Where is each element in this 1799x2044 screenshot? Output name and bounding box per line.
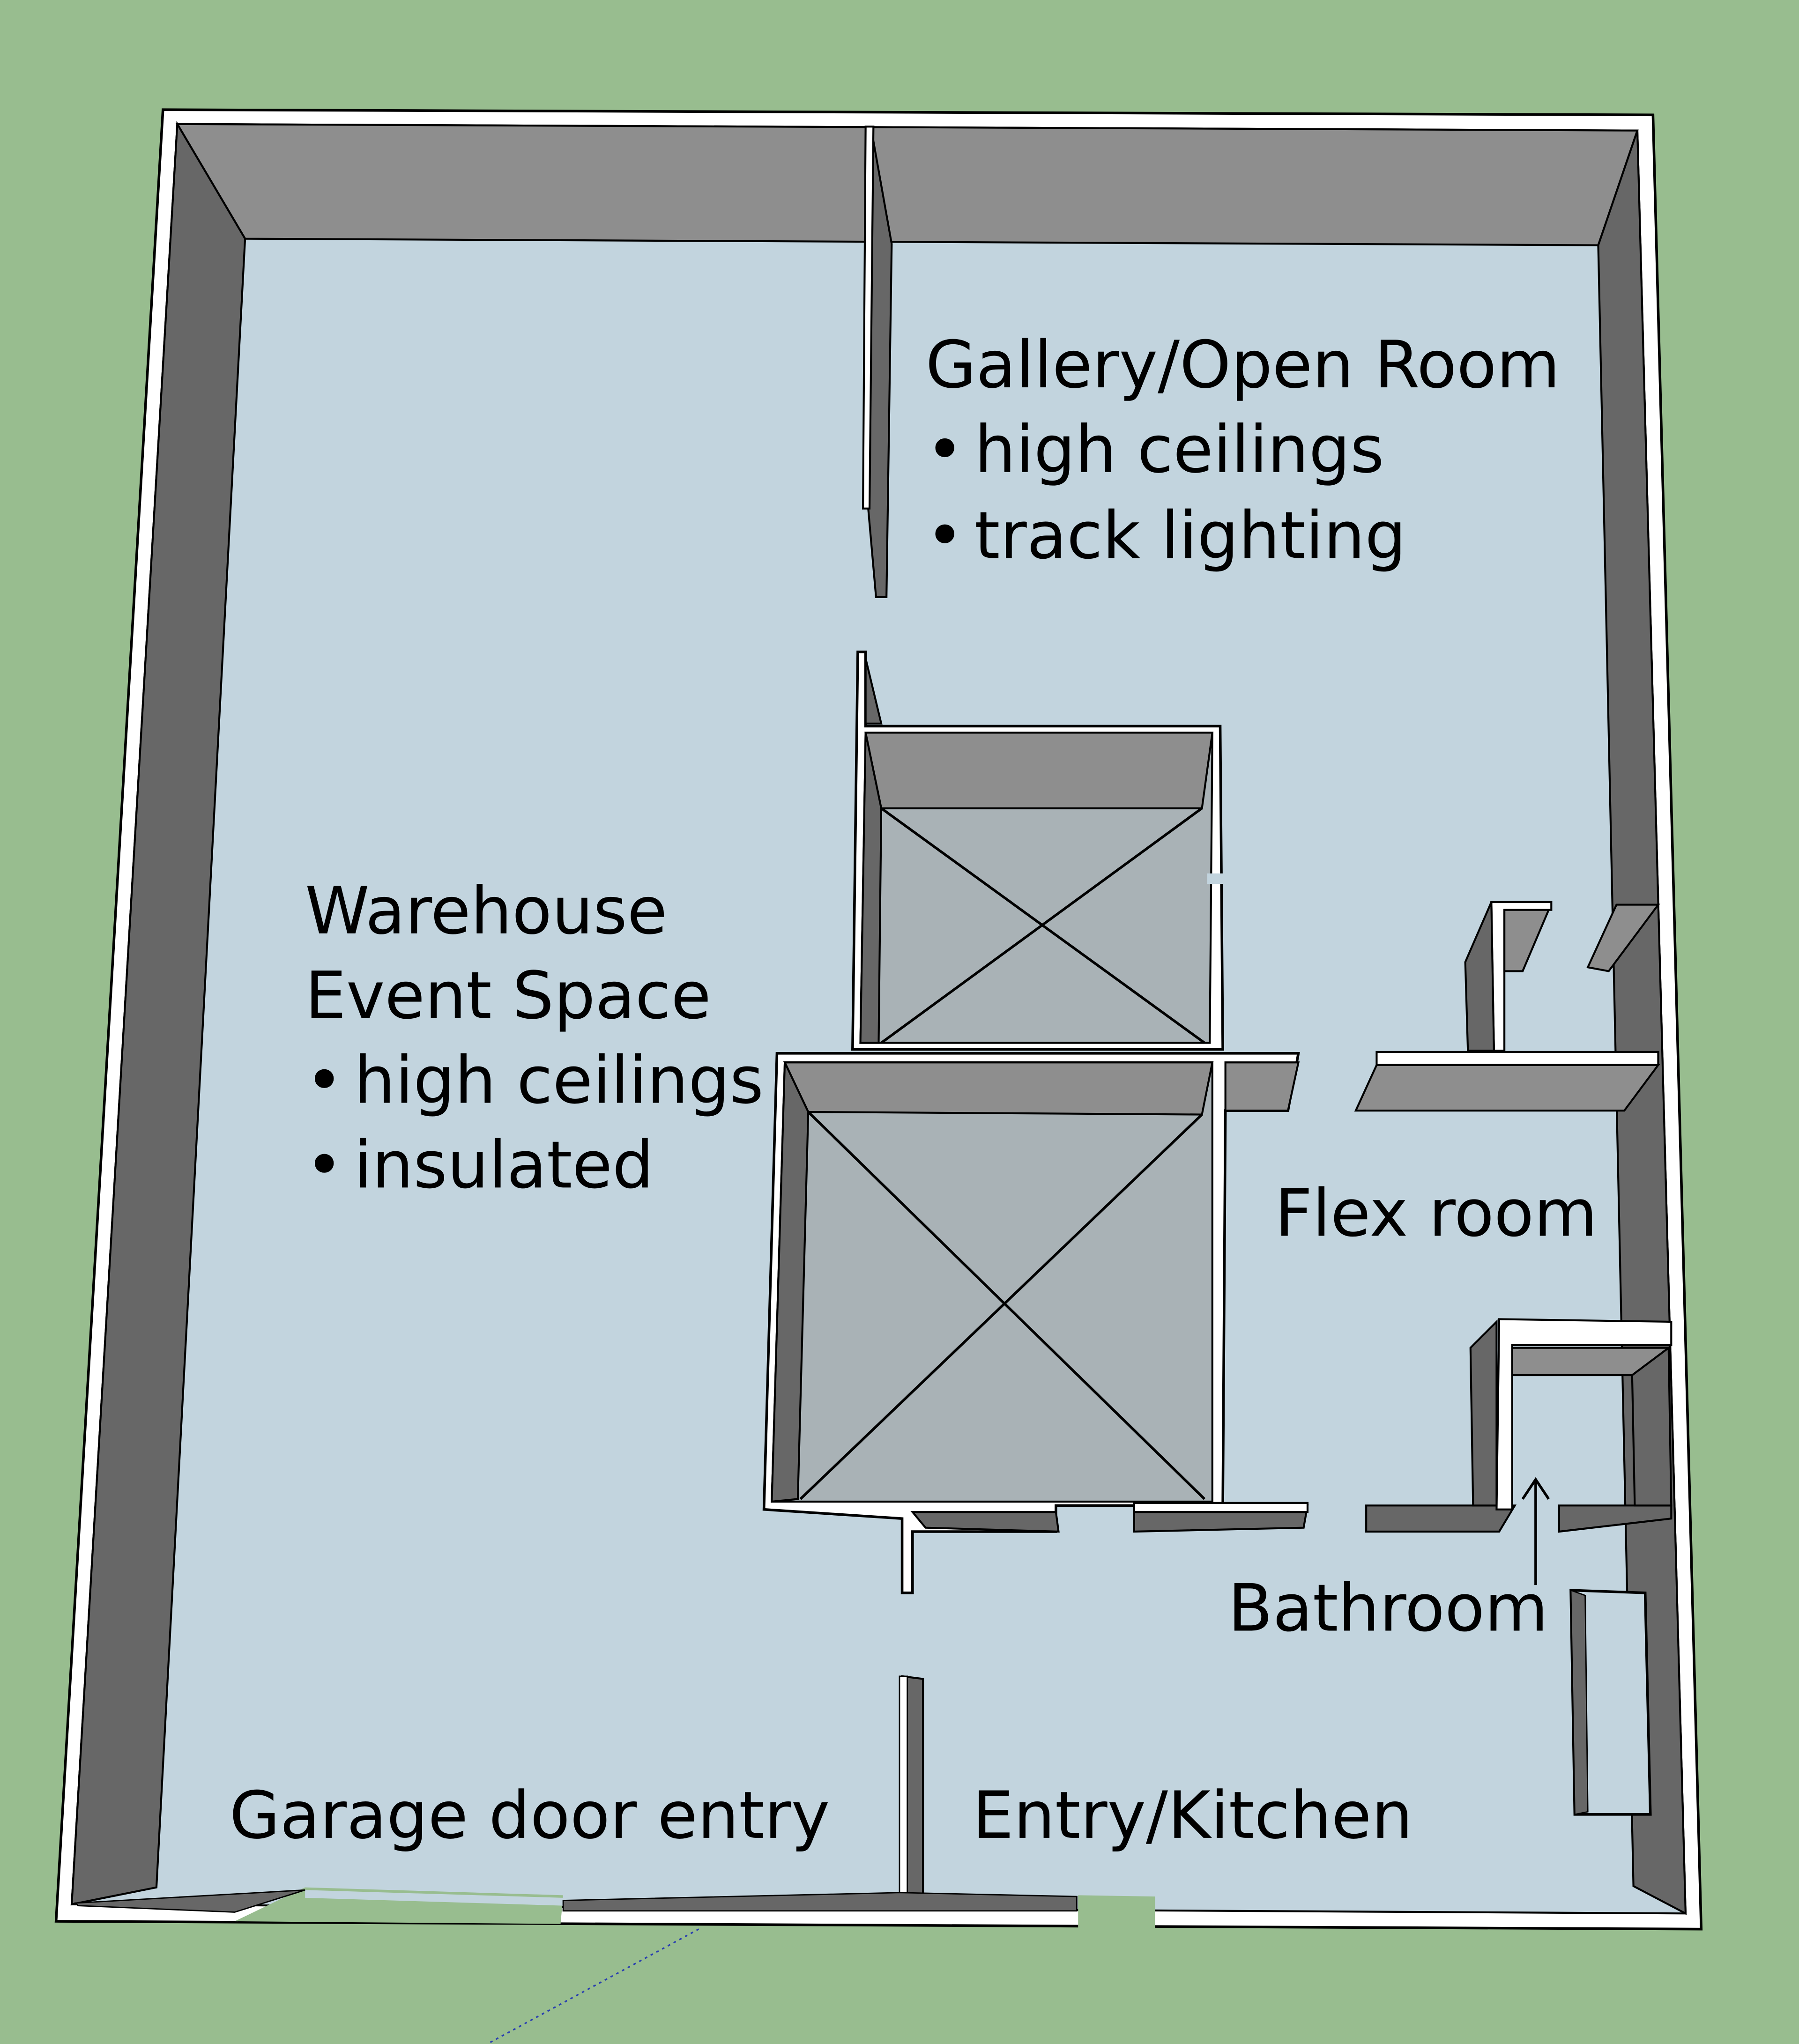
warehouse-title-2: Event Space (305, 958, 711, 1034)
south-segment-3 (1365, 1504, 1517, 1533)
south-segment-2-top (1133, 1502, 1309, 1513)
west-wall-face (70, 120, 246, 1906)
north-wall-face (175, 123, 1639, 246)
upper-room-diagonal-2 (880, 807, 1203, 1044)
upper-room-west-face (859, 732, 883, 1044)
gallery-partition-top (862, 126, 875, 510)
gallery-bullet-2: •track lighting (926, 497, 1406, 573)
upper-room-east-gap (1207, 873, 1226, 884)
gallery-title: Gallery/Open Room (926, 327, 1560, 403)
closet-wall-face-2 (1503, 909, 1550, 972)
garage-door-sill (305, 1890, 564, 1906)
bathroom-wall-top (1495, 1318, 1673, 1511)
lower-room-diagonal-1 (807, 1111, 1206, 1500)
kitchen-partition-top (899, 1675, 908, 1897)
warehouse-bullet-2: •insulated (305, 1127, 654, 1203)
flex-north-wall-face (1354, 1064, 1660, 1112)
lower-room-west-face (771, 1062, 810, 1503)
kitchen-counter-side (1570, 1589, 1589, 1815)
entry-door-opening (1078, 1895, 1155, 1929)
south-segment-1 (910, 1511, 1060, 1533)
kitchen-label: Entry/Kitchen (973, 1777, 1413, 1853)
bathroom-west-face (1469, 1319, 1498, 1507)
lower-room-floor (771, 1061, 1213, 1503)
upper-room-north-face (864, 732, 1214, 809)
bathroom-arrow-head (1521, 1477, 1550, 1500)
guide-line (487, 1928, 699, 2044)
warehouse-bullet-1: •high ceilings (305, 1043, 764, 1118)
upper-room-stub-face (864, 658, 883, 725)
lower-room-east-stub (1224, 1061, 1300, 1112)
south-wall-mid-face (562, 1892, 1078, 1912)
lower-room-north-face (783, 1061, 1214, 1116)
warehouse-title-1: Warehouse (305, 873, 667, 949)
bathroom-label: Bathroom (1228, 1570, 1548, 1646)
south-wall-left-stub (74, 1889, 305, 1913)
flex-room-label: Flex room (1275, 1175, 1597, 1251)
garage-label: Garage door entry (230, 1777, 830, 1853)
flex-north-wall-top (1375, 1051, 1659, 1066)
closet-wall-face (1464, 902, 1495, 1052)
closet-stub (1586, 904, 1660, 972)
gallery-bullet-1: •high ceilings (926, 412, 1384, 488)
bathroom-east-face (1631, 1346, 1673, 1507)
lower-room-diagonal-2 (799, 1113, 1203, 1500)
